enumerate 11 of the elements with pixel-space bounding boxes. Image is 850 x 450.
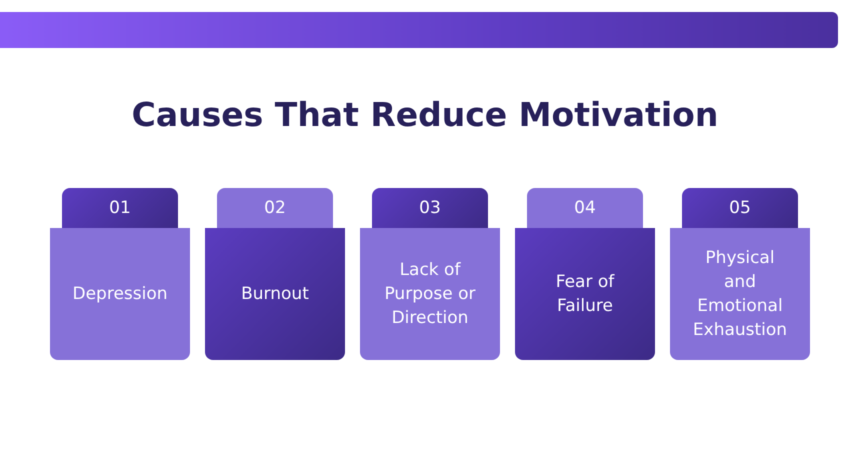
title: Causes That Reduce Motivation — [130, 95, 720, 134]
number-tab: 01 — [62, 188, 178, 228]
number-tab: 05 — [682, 188, 798, 228]
number-tab: 04 — [527, 188, 643, 228]
cause-card: Depression — [50, 228, 190, 360]
cause-card: Physical and Emotional Exhaustion — [670, 228, 810, 360]
cause-card: Lack of Purpose or Direction — [360, 228, 500, 360]
number-tab: 03 — [372, 188, 488, 228]
cause-card: Fear of Failure — [515, 228, 655, 360]
cause-card: Burnout — [205, 228, 345, 360]
number-tab: 02 — [217, 188, 333, 228]
